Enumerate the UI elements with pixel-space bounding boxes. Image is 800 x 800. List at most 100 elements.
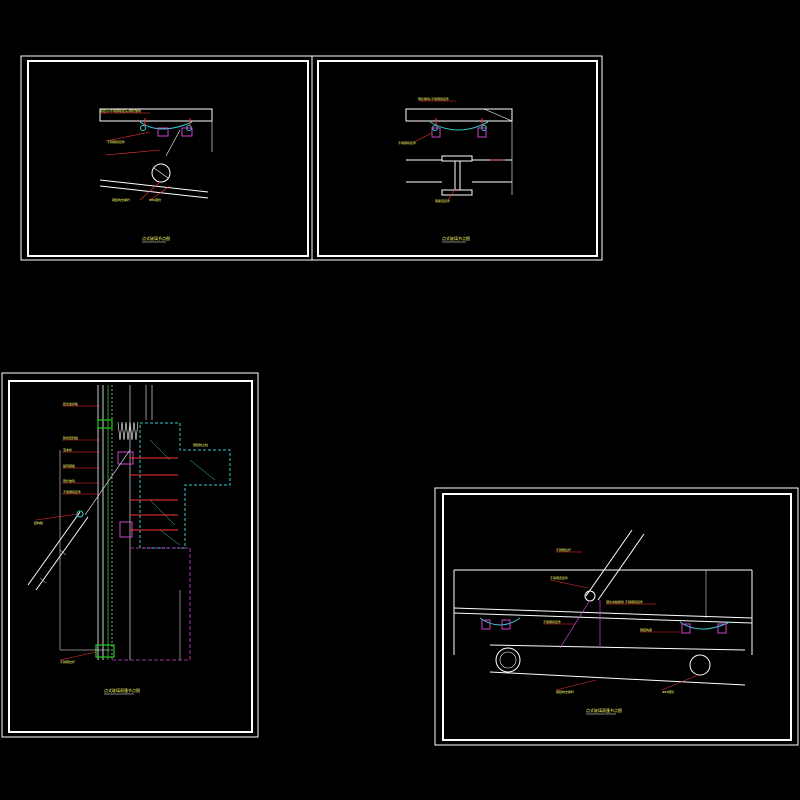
rod-pin [584,590,596,602]
i-beam-top-flange [441,155,473,162]
fitting-block [477,127,487,138]
fitting-block [717,623,727,634]
tension-rod [597,533,645,601]
leader-line [555,679,597,691]
sheet-4-inner-frame [442,493,792,741]
steel-pipe [495,647,521,673]
sheet-2-outer-frame [311,55,603,261]
callout: 结构胶 [34,520,43,525]
sheet-2-inner-frame [317,60,598,257]
leader-line [447,187,457,201]
callout: 钢结构梁 [640,627,652,632]
slab-hatch [189,459,216,481]
sheet-1-detail: 驳接爪/不锈钢驳接头/钢化玻璃 不锈钢驳接件 钢结构支撑杆 Φ89钢管 [99,108,213,202]
callout: 钢结构支撑杆 [112,197,130,202]
leader-line [549,579,589,589]
slab-hatch [149,499,176,526]
callout: 不锈钢驳接件 [543,619,561,624]
sheet-2-detail: 钢化玻璃/不锈钢驳接件 不锈钢驳接件 钢梁连接件 [398,96,513,203]
tension-rod-hatch [39,577,47,584]
sheet-3: 铝合金扣板 耐候密封胶 泡沫棒 镀锌钢板 钢化玻璃 不锈钢驳接件 结构胶 钢结构… [1,372,259,738]
leader-line [413,132,433,143]
leader-line [661,674,699,691]
leader-line [35,513,79,521]
dimension-line [483,108,513,122]
sheet-4-detail: 不锈钢拉杆 不锈钢连接件 钢化夹胶玻璃 不锈钢驳接件 不锈钢驳接件 钢结构梁 钢… [453,529,753,694]
leader-line [149,185,171,201]
spider-fitting [479,617,521,626]
tension-rod-hatch [59,549,67,556]
steel-member [489,644,746,651]
steel-member [99,179,209,193]
sheet-1-outer-frame [20,55,313,261]
strut [165,129,181,157]
callout: 钢化玻璃/不锈钢驳接件 [418,96,449,101]
sheet-4-outer-frame [434,487,799,746]
diagonal-brace [84,449,131,516]
callout: 铝合金扣板 [63,401,78,406]
i-beam-bottom-flange [441,189,473,196]
sheet-1: 驳接爪/不锈钢驳接头/钢化玻璃 不锈钢驳接件 钢结构支撑杆 Φ89钢管 点式玻璃… [20,55,313,261]
fitting-bolt [140,125,146,131]
callout: 钢梁连接件 [435,198,450,203]
sheet-2: 钢化玻璃/不锈钢驳接件 不锈钢驳接件 钢梁连接件 点式玻璃节点图 [311,55,603,261]
fitting-block [431,127,441,138]
callout: 钢化玻璃 [63,478,75,483]
steel-pipe [689,654,711,676]
sheet-3-outer-frame [1,372,259,738]
magenta-dashed-outline [110,547,191,661]
sheet-4-title: 点式玻璃雨篷节点图 [586,707,622,713]
glass-panel [453,607,753,619]
spider-fitting [139,121,193,130]
fitting-block [157,127,169,137]
green-fitting [97,419,113,429]
callout: 耐候密封胶 [63,435,78,440]
fitting-block [181,127,193,137]
leader-line [105,131,151,142]
tension-rod [585,529,633,597]
insulation-zigzag [117,421,139,441]
callout: 钢结构支撑杆 [556,689,574,694]
steel-pipe-inner [499,651,517,669]
green-fitting [95,644,115,658]
callout: 不锈钢拉杆 [556,547,571,552]
fitting-block [501,619,511,630]
callout: 不锈钢驳接件 [107,139,125,144]
callout: Φ89钢管 [662,689,674,694]
pipe-hatch [153,167,169,179]
fitting-block [481,619,491,630]
sheet-4: 不锈钢拉杆 不锈钢连接件 钢化夹胶玻璃 不锈钢驳接件 不锈钢驳接件 钢结构梁 钢… [434,487,799,746]
sheet-1-inner-frame [27,60,309,257]
sheet-1-title: 点式玻璃节点图 [142,235,170,241]
glass-panel [405,108,513,122]
fitting-block [681,623,691,634]
callout: 驳接爪/不锈钢驳接头/钢化玻璃 [100,108,141,113]
leader-line [105,149,161,156]
callout: 不锈钢连接件 [550,575,568,580]
callout: 不锈钢驳接件 [63,489,81,494]
callout: 镀锌钢板 [63,463,75,468]
steel-member [99,185,209,199]
leader-line [139,181,161,201]
slab-hatch [149,439,171,461]
spider-fitting [429,121,489,131]
sheet-3-inner-frame [8,380,253,733]
concrete-slab [139,422,231,549]
sheet-2-title: 点式玻璃节点图 [442,235,470,241]
callout: 泡沫棒 [63,447,72,452]
tension-rod [27,511,81,586]
callout: Φ89钢管 [149,197,161,202]
sheet-3-detail: 铝合金扣板 耐候密封胶 泡沫棒 镀锌钢板 钢化玻璃 不锈钢驳接件 结构胶 钢结构… [27,385,231,664]
tension-rod [35,516,89,591]
steel-pipe [151,163,171,183]
spider-fitting [679,621,731,630]
sheet-3-title: 点式玻璃雨篷节点图 [104,687,140,693]
callout: 不锈钢拉杆 [60,659,75,664]
callout: 不锈钢驳接件 [398,140,416,145]
callout: 钢化夹胶玻璃 不锈钢驳接件 [606,599,643,604]
slab-hatch [159,529,181,546]
steel-member [489,671,746,686]
connector-block [117,451,134,465]
glass-panel [453,612,753,624]
